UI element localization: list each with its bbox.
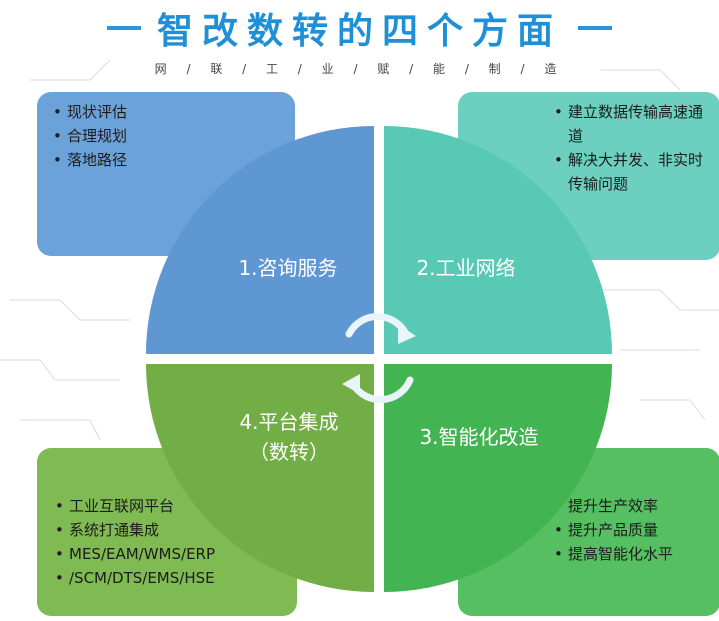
list-item: 现状评估 <box>51 100 281 124</box>
list-item: 提升产品质量 <box>552 518 706 542</box>
quadrant-label-platform-line2: （数转） <box>249 440 329 464</box>
quadrant-network <box>384 126 612 354</box>
list-item: 系统打通集成 <box>53 518 283 542</box>
page-title: 智改数转的四个方面 <box>0 2 719 54</box>
list-item: 落地路径 <box>51 148 281 172</box>
arrow-head-icon <box>398 324 416 344</box>
quadrant-consulting <box>146 126 374 354</box>
arrow-head-icon <box>342 374 360 394</box>
quadrant-label-network: 2.工业网络 <box>416 256 516 280</box>
list-item: MES/EAM/WMS/ERP <box>53 542 283 566</box>
list-item: 合理规划 <box>51 124 281 148</box>
quadrant-label-consulting: 1.咨询服务 <box>238 256 338 280</box>
title-right-dash <box>578 26 612 30</box>
title-left-dash <box>106 26 141 30</box>
quadrant-label-platform-line1: 4.平台集成 <box>239 410 339 434</box>
list-item: /SCM/DTS/EMS/HSE <box>53 566 283 590</box>
list-item: 解决大并发、非实时传输问题 <box>552 148 706 196</box>
title-text: 智改数转的四个方面 <box>156 11 562 52</box>
list-item: 建立数据传输高速通道 <box>552 100 706 148</box>
quadrant-label-platform: 4.平台集成 （数转） <box>214 407 364 467</box>
quadrant-label-intelligent: 3.智能化改造 <box>419 425 539 449</box>
quadrant-intelligent <box>384 364 612 592</box>
page-subtitle: 网 / 联 / 工 / 业 / 赋 / 能 / 制 / 造 <box>154 62 565 76</box>
list-item: 提高智能化水平 <box>552 542 706 566</box>
list-item: 工业互联网平台 <box>53 494 283 518</box>
quadrant-platform <box>146 364 374 592</box>
